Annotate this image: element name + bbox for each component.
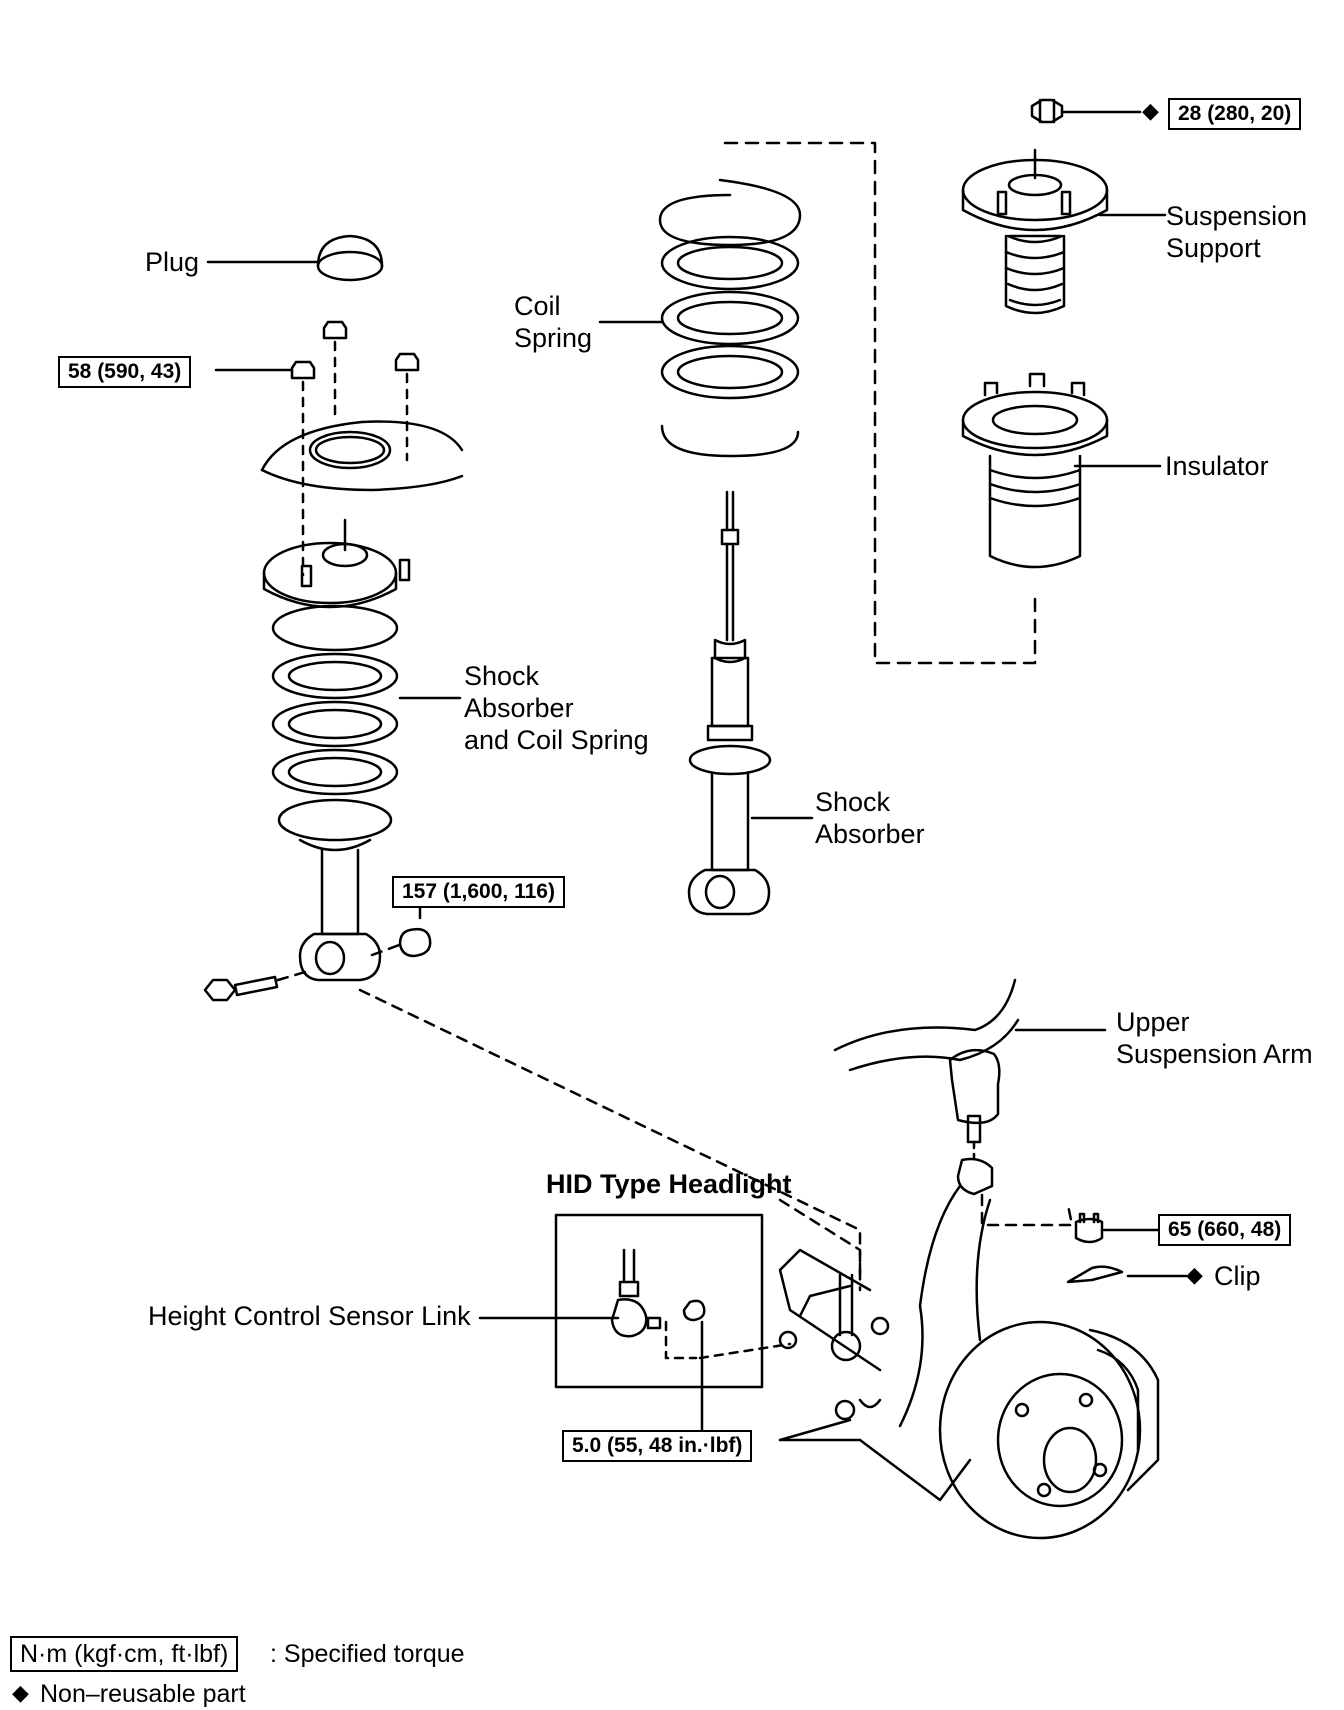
sensor-link-drawing xyxy=(478,1248,706,1435)
label-suspension-support-line2: Support xyxy=(1166,233,1261,263)
torque-sensor-link-nut: 5.0 (55, 48 in.·lbf) xyxy=(562,1430,753,1462)
label-plug: Plug xyxy=(145,247,200,277)
mount-stud-leaders xyxy=(301,340,409,577)
label-clip: Clip xyxy=(1214,1261,1261,1291)
suspension-support-drawing xyxy=(961,148,1167,315)
assembly-leader-frame xyxy=(723,141,1037,665)
label-shock-coil-line2: Absorber xyxy=(464,693,574,723)
label-shock-coil-assembly: Shock Absorber and Coil Spring xyxy=(464,660,649,756)
label-upper-arm-line2: Suspension Arm xyxy=(1116,1039,1313,1069)
label-suspension-support: Suspension Support xyxy=(1166,200,1307,264)
label-shock-coil-line3: and Coil Spring xyxy=(464,725,649,755)
hid-inset-frame xyxy=(554,1213,764,1389)
torque-ball-joint-nut: 65 (660, 48) xyxy=(1158,1214,1292,1246)
non-reusable-marker-support-nut: ◆ xyxy=(1142,99,1159,124)
label-coil-spring-line1: Coil xyxy=(514,291,561,321)
castle-nut-drawing xyxy=(1074,1212,1162,1244)
upper-suspension-arm-drawing xyxy=(833,978,1107,1144)
label-suspension-support-line1: Suspension xyxy=(1166,201,1308,231)
lower-bolt-leaders xyxy=(276,942,862,1292)
label-upper-arm-line1: Upper xyxy=(1116,1007,1190,1037)
lower-bolt-drawing xyxy=(203,903,432,1002)
body-mount-drawing xyxy=(260,420,464,492)
label-shock-absorber-line1: Shock xyxy=(815,787,891,817)
label-shock-absorber-line2: Absorber xyxy=(815,819,925,849)
legend-non-reusable-desc: Non–reusable part xyxy=(40,1680,246,1708)
insulator-drawing xyxy=(961,372,1162,569)
plug-drawing xyxy=(206,234,384,282)
torque-upper-mount-nuts: 58 (590, 43) xyxy=(58,356,192,388)
label-shock-absorber: Shock Absorber xyxy=(815,786,925,850)
label-upper-suspension-arm: Upper Suspension Arm xyxy=(1116,1006,1313,1070)
label-coil-spring-line2: Spring xyxy=(514,323,593,353)
clip-drawing xyxy=(1066,1265,1188,1284)
legend-torque-units-box: N·m (kgf·cm, ft·lbf) xyxy=(10,1636,239,1672)
label-coil-spring: Coil Spring xyxy=(514,290,592,354)
coil-spring-drawing xyxy=(598,178,802,458)
shock-coil-assembly-drawing xyxy=(262,518,462,982)
ball-joint-leaders xyxy=(980,1193,1074,1227)
torque-lower-bolt: 157 (1,600, 116) xyxy=(392,876,565,908)
support-nut-drawing xyxy=(1030,98,1142,124)
label-hid-type-headlight: HID Type Headlight xyxy=(546,1169,792,1199)
label-height-control-sensor-link: Height Control Sensor Link xyxy=(148,1301,471,1331)
stabilizer-link-drawing xyxy=(778,1273,890,1442)
legend-torque-desc: : Specified torque xyxy=(270,1640,465,1668)
shock-absorber-drawing xyxy=(687,490,814,916)
label-shock-coil-line1: Shock xyxy=(464,661,540,691)
non-reusable-marker-clip: ◆ xyxy=(1186,1263,1203,1288)
label-insulator: Insulator xyxy=(1165,451,1269,481)
knuckle-drawing xyxy=(778,1157,1160,1540)
torque-support-nut: 28 (280, 20) xyxy=(1168,98,1302,130)
legend-non-reusable-marker: ◆ xyxy=(12,1681,29,1706)
mount-nuts-drawing xyxy=(214,320,420,380)
